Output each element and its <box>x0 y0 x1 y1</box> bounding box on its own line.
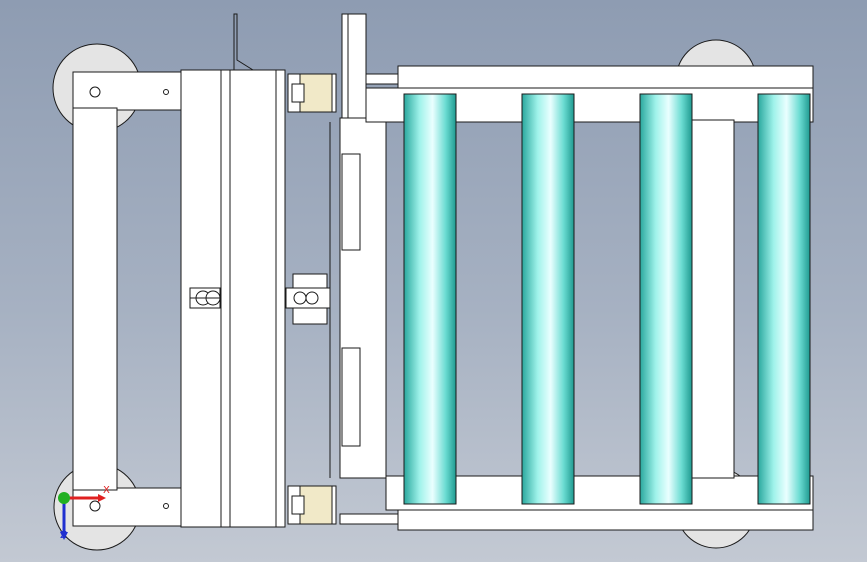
roller-3 <box>639 93 693 505</box>
lower-shaft <box>339 513 399 525</box>
left-frame-upright <box>72 107 118 491</box>
bolt-hole-top <box>89 86 101 98</box>
right-latch <box>285 273 331 325</box>
motor-plate <box>341 13 367 119</box>
bolt-hole-bottom <box>89 500 101 512</box>
roller-frame-top-rail <box>397 65 814 89</box>
roller-1 <box>403 93 457 505</box>
roller-frame-inner-bottom <box>385 475 814 511</box>
roller-frame-right-band <box>689 119 735 479</box>
roller-frame-bottom-rail <box>397 509 814 531</box>
rollers-group <box>403 93 811 505</box>
bearing-block-bottom <box>287 485 337 525</box>
bearing-block-top <box>287 73 337 113</box>
upper-shaft <box>365 73 399 85</box>
roller-2 <box>521 93 575 505</box>
center-beam-mid <box>220 69 286 528</box>
mount-slot-bottom <box>341 347 361 447</box>
roller-4 <box>757 93 811 505</box>
z-axis-label: Z <box>60 530 67 541</box>
coordinate-triad: X Z <box>50 484 120 544</box>
x-axis-label: X <box>103 485 110 496</box>
bolt-hole-small-bottom <box>163 503 169 509</box>
top-vertical-tab <box>233 13 254 71</box>
left-latch <box>189 287 221 309</box>
mount-slot-top <box>341 153 361 251</box>
bolt-hole-small-top <box>163 89 169 95</box>
